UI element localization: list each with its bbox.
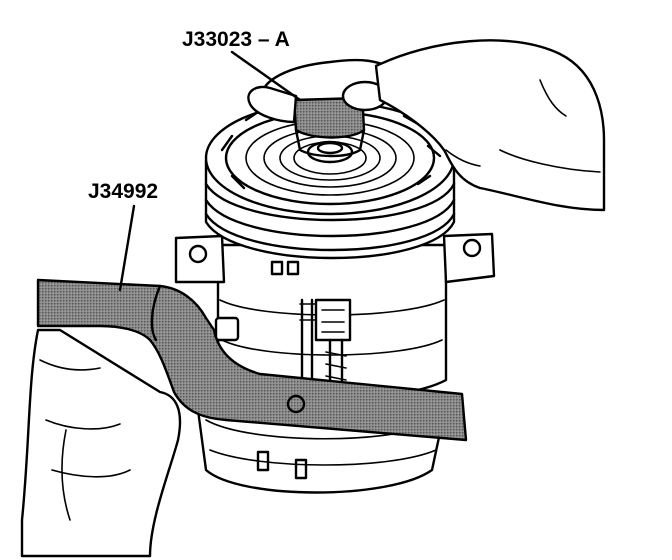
leader-line-holding-fixture [118,204,136,292]
leader-line-clutch-tool [230,50,302,102]
left-hand [20,328,182,558]
clutch-pulley [204,100,456,260]
label-clutch-tool: J33023 – A [182,28,290,51]
holding-fixture [36,278,468,442]
label-holding-fixture: J34992 [88,180,158,203]
right-hand [247,39,606,212]
